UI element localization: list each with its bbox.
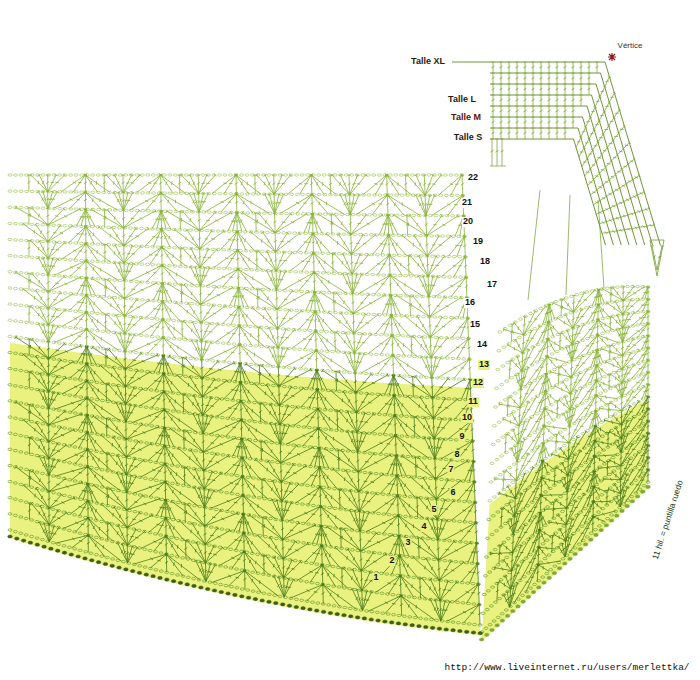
- stitch-row: [37, 191, 465, 216]
- stitch-row: [28, 371, 474, 441]
- hem-edge: [8, 535, 483, 635]
- row-number: 10: [461, 413, 473, 423]
- yoke-rows: [452, 62, 660, 245]
- chain-row: [481, 469, 650, 615]
- note-label: 11 hil. = puntilla ruedo: [650, 478, 685, 562]
- row-number: 1: [372, 573, 379, 583]
- row-number: 15: [469, 320, 481, 330]
- stitch-row: [37, 257, 468, 298]
- size-label: Talle S: [453, 133, 483, 143]
- pendant: [650, 240, 664, 276]
- row-number: 4: [420, 522, 427, 532]
- stitch-row: [514, 322, 650, 389]
- stitch-row: [38, 455, 478, 543]
- row-number: 5: [430, 505, 437, 515]
- stitch-row: [27, 305, 470, 359]
- stitch-row: [23, 484, 480, 584]
- stitch-row: [503, 285, 649, 342]
- hem-edge: [479, 485, 650, 641]
- row-number: 20: [462, 217, 474, 227]
- size-label: Talle L: [447, 95, 477, 105]
- row-number: 3: [404, 538, 411, 548]
- row-number: 12: [472, 378, 484, 388]
- stitch-row: [499, 396, 650, 498]
- row-number: 21: [461, 198, 473, 208]
- row-number: 6: [449, 488, 456, 498]
- row-number: 11: [467, 397, 479, 407]
- size-label: Talle XL: [410, 57, 446, 67]
- yellow-ground: [10, 343, 648, 642]
- row-number: 7: [447, 465, 454, 475]
- watermark: http://www.liveinternet.ru/users/merlett…: [443, 663, 690, 673]
- stitch-layer: [8, 53, 664, 641]
- row-number: 14: [476, 340, 488, 350]
- stitch-row: [15, 271, 469, 318]
- row-number: 17: [486, 280, 498, 290]
- row-number: 16: [464, 298, 476, 308]
- stitch-row: [22, 288, 469, 339]
- yoke: [452, 62, 660, 245]
- skirt-panel: [8, 174, 482, 627]
- strap-line: [528, 190, 604, 300]
- row-number: 13: [478, 360, 490, 370]
- stitch-row: [27, 240, 467, 278]
- stitch-row: [15, 206, 466, 237]
- row-number: 22: [467, 173, 479, 183]
- yoke-stitches: [490, 62, 655, 234]
- row-number: 8: [453, 450, 460, 460]
- stitch-row: [15, 401, 476, 482]
- row-number: 18: [479, 257, 491, 267]
- side-panel: [480, 285, 650, 633]
- size-label: Talle M: [450, 113, 482, 123]
- vertex-label: Vértice: [617, 42, 644, 51]
- row-number: 19: [472, 237, 484, 247]
- vertex-star: [608, 53, 616, 61]
- yellow-band: [10, 343, 480, 635]
- stitch-row: [27, 174, 464, 196]
- row-number: 9: [458, 432, 465, 442]
- row-number: 2: [388, 556, 395, 566]
- stitch-row: [37, 323, 471, 380]
- stitch-row: [500, 408, 650, 527]
